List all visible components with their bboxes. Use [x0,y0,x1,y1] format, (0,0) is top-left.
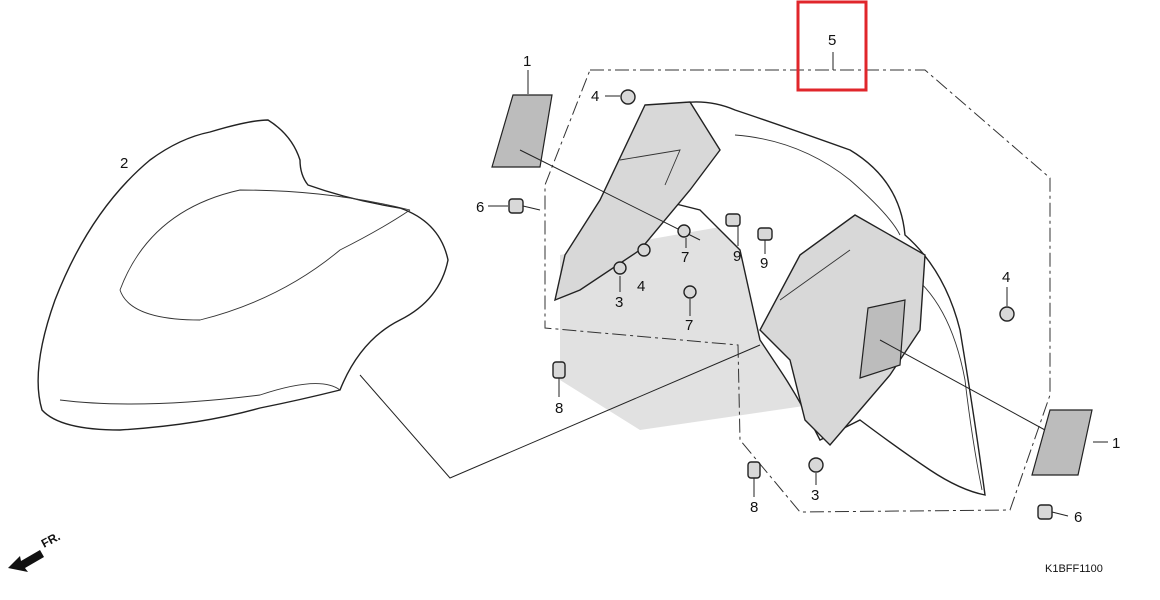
assembly-outline [544,69,1051,513]
callout-9: 9 [760,255,768,272]
front-fender-part [37,119,449,431]
callout-7: 7 [681,249,689,266]
diagram-code: K1BFF1100 [1045,563,1103,575]
reflector-leader-right [879,339,1046,431]
front-label: FR. [39,529,63,550]
callout-4: 4 [637,278,645,295]
reflector-leader-left [519,149,701,241]
callout-4: 4 [1002,269,1010,286]
callout-2: 2 [120,155,128,172]
callout-1: 1 [1112,435,1120,452]
reflector-right [1031,409,1108,476]
callout-3: 3 [615,294,623,311]
callout-5: 5 [828,32,836,49]
callout-8: 8 [555,400,563,417]
callout-3: 3 [811,487,819,504]
callout-7: 7 [685,317,693,334]
callout-6: 6 [1074,509,1082,526]
callout-1: 1 [523,53,531,70]
front-arrow-icon: FR. [8,529,62,572]
inner-fender-part [554,101,986,496]
callout-6: 6 [476,199,484,216]
callout-8: 8 [750,499,758,516]
fasteners [488,89,1069,520]
fender-leader [359,344,761,479]
callout-9: 9 [733,248,741,265]
callout-4: 4 [591,88,599,105]
highlight-box [796,0,868,92]
reflector-left [491,70,553,168]
